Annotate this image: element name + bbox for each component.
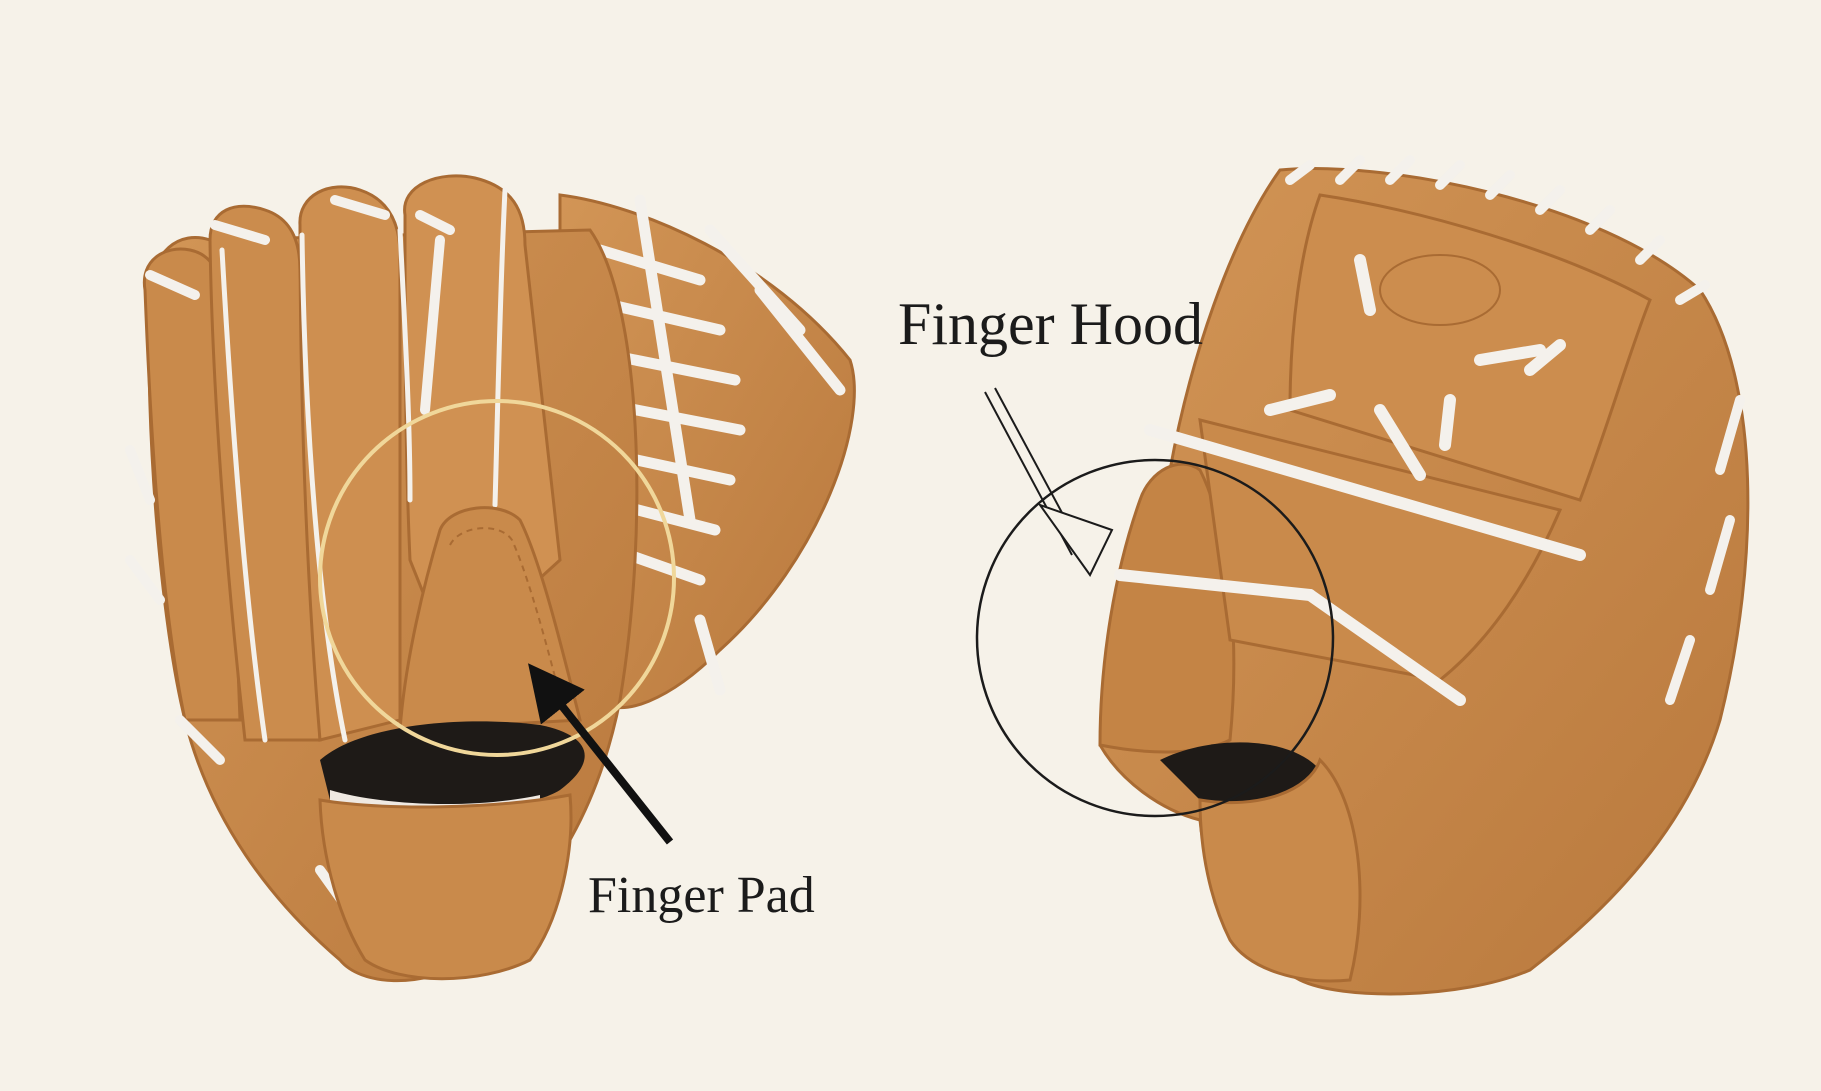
left-hand-opening	[320, 721, 585, 811]
left-glove	[125, 174, 856, 983]
right-glove	[975, 155, 1750, 996]
finger-hood-circle	[975, 458, 1335, 818]
right-cross-laces	[1114, 254, 1586, 706]
left-tip-laces	[125, 195, 455, 910]
finger-hood	[1098, 462, 1236, 754]
left-finger-3	[298, 185, 402, 742]
finger-pad-label: Finger Pad	[588, 867, 815, 924]
arrow-down-right-icon	[984, 387, 1114, 577]
left-welting	[219, 187, 508, 743]
finger-hood-label: Finger Hood	[898, 291, 1203, 357]
right-hand-opening	[1160, 742, 1320, 804]
left-web-laces	[579, 194, 846, 696]
finger-pad-circle	[318, 399, 676, 757]
right-side-panel	[1198, 418, 1563, 682]
right-top-laces	[1285, 155, 1745, 705]
right-thumb-panel	[1288, 193, 1652, 502]
right-wrist-strap	[1198, 757, 1362, 983]
left-finger-2	[208, 204, 322, 742]
arrow-up-left-icon	[528, 663, 674, 845]
left-wrist-strap	[318, 793, 573, 981]
logo-patch	[1379, 254, 1501, 326]
